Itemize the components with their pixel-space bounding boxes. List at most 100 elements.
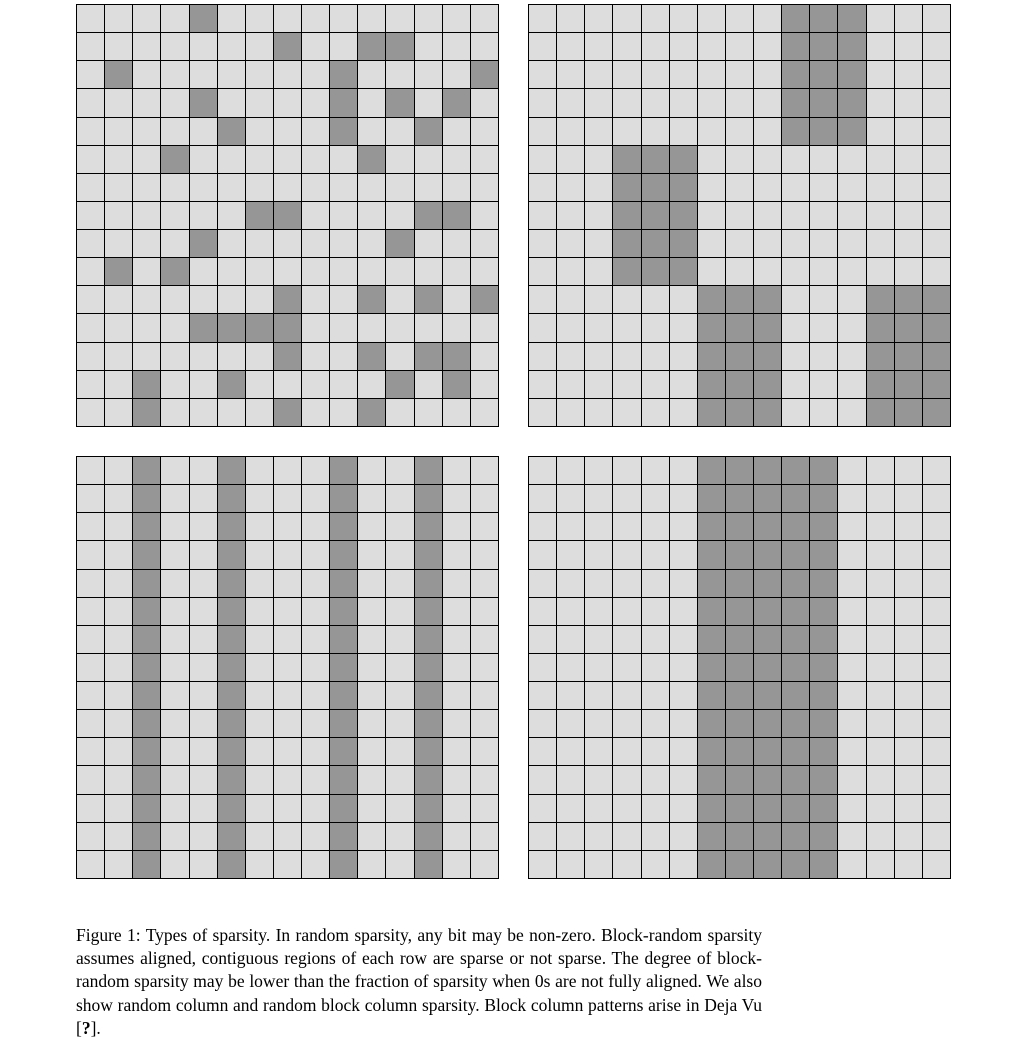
zero-cell [189, 541, 218, 570]
zero-cell [613, 541, 642, 570]
zero-cell [470, 201, 499, 231]
zero-cell [866, 822, 895, 851]
zero-cell [529, 342, 558, 371]
zero-cell [302, 625, 331, 654]
zero-cell [754, 201, 783, 231]
zero-cell [245, 258, 274, 287]
nonzero-cell [725, 766, 755, 795]
zero-cell [725, 5, 755, 34]
zero-cell [922, 710, 951, 739]
zero-cell [330, 5, 359, 34]
zero-cell [585, 201, 614, 231]
zero-cell [330, 230, 359, 259]
nonzero-cell [782, 710, 811, 739]
zero-cell [866, 682, 895, 711]
zero-cell [358, 201, 387, 231]
zero-cell [866, 173, 895, 202]
zero-cell [273, 61, 303, 90]
zero-cell [217, 258, 246, 287]
nonzero-cell [725, 850, 755, 879]
nonzero-cell [273, 286, 303, 315]
zero-cell [613, 370, 642, 399]
zero-cell [557, 457, 586, 486]
zero-cell [585, 822, 614, 851]
zero-cell [245, 738, 274, 767]
zero-cell [754, 173, 783, 202]
zero-cell [922, 201, 951, 231]
zero-cell [386, 258, 415, 287]
zero-cell [922, 569, 951, 598]
zero-cell [922, 653, 951, 683]
zero-cell [302, 117, 331, 146]
zero-cell [838, 201, 867, 231]
nonzero-cell [697, 286, 726, 315]
zero-cell [161, 625, 190, 654]
zero-cell [105, 710, 134, 739]
zero-cell [529, 61, 558, 90]
nonzero-cell [217, 710, 246, 739]
zero-cell [442, 794, 471, 823]
nonzero-cell [330, 625, 359, 654]
zero-cell [529, 230, 558, 259]
nonzero-cell [697, 398, 726, 427]
zero-cell [922, 145, 951, 174]
zero-cell [894, 230, 923, 259]
zero-cell [105, 625, 134, 654]
zero-cell [133, 117, 162, 146]
nonzero-cell [922, 370, 951, 399]
nonzero-cell [133, 794, 162, 823]
zero-cell [641, 850, 670, 879]
zero-cell [866, 794, 895, 823]
nonzero-cell [217, 541, 246, 570]
zero-cell [782, 201, 811, 231]
nonzero-cell [894, 398, 923, 427]
zero-cell [725, 173, 755, 202]
nonzero-cell [330, 597, 359, 626]
zero-cell [894, 625, 923, 654]
zero-cell [77, 230, 106, 259]
nonzero-cell [725, 822, 755, 851]
zero-cell [386, 173, 415, 202]
nonzero-cell [217, 485, 246, 514]
zero-cell [161, 597, 190, 626]
zero-cell [754, 61, 783, 90]
zero-cell [414, 145, 443, 174]
zero-cell [273, 625, 303, 654]
zero-cell [161, 286, 190, 315]
nonzero-cell [414, 653, 443, 683]
zero-cell [585, 286, 614, 315]
zero-cell [302, 342, 331, 371]
nonzero-cell [358, 145, 387, 174]
nonzero-cell [442, 370, 471, 399]
zero-cell [302, 822, 331, 851]
zero-cell [810, 314, 839, 343]
zero-cell [161, 398, 190, 427]
zero-cell [470, 569, 499, 598]
zero-cell [442, 398, 471, 427]
nonzero-cell [133, 766, 162, 795]
zero-cell [725, 89, 755, 118]
zero-cell [330, 258, 359, 287]
zero-cell [557, 597, 586, 626]
zero-cell [613, 682, 642, 711]
nonzero-cell [725, 541, 755, 570]
nonzero-cell [189, 230, 218, 259]
zero-cell [529, 201, 558, 231]
zero-cell [613, 342, 642, 371]
nonzero-cell [782, 513, 811, 542]
zero-cell [77, 766, 106, 795]
zero-cell [189, 850, 218, 879]
zero-cell [133, 89, 162, 118]
zero-cell [442, 286, 471, 315]
zero-cell [754, 258, 783, 287]
zero-cell [77, 258, 106, 287]
zero-cell [557, 117, 586, 146]
nonzero-cell [922, 398, 951, 427]
zero-cell [302, 850, 331, 879]
zero-cell [894, 33, 923, 62]
zero-cell [77, 89, 106, 118]
nonzero-cell [754, 625, 783, 654]
zero-cell [161, 710, 190, 739]
zero-cell [161, 230, 190, 259]
nonzero-cell [810, 822, 839, 851]
